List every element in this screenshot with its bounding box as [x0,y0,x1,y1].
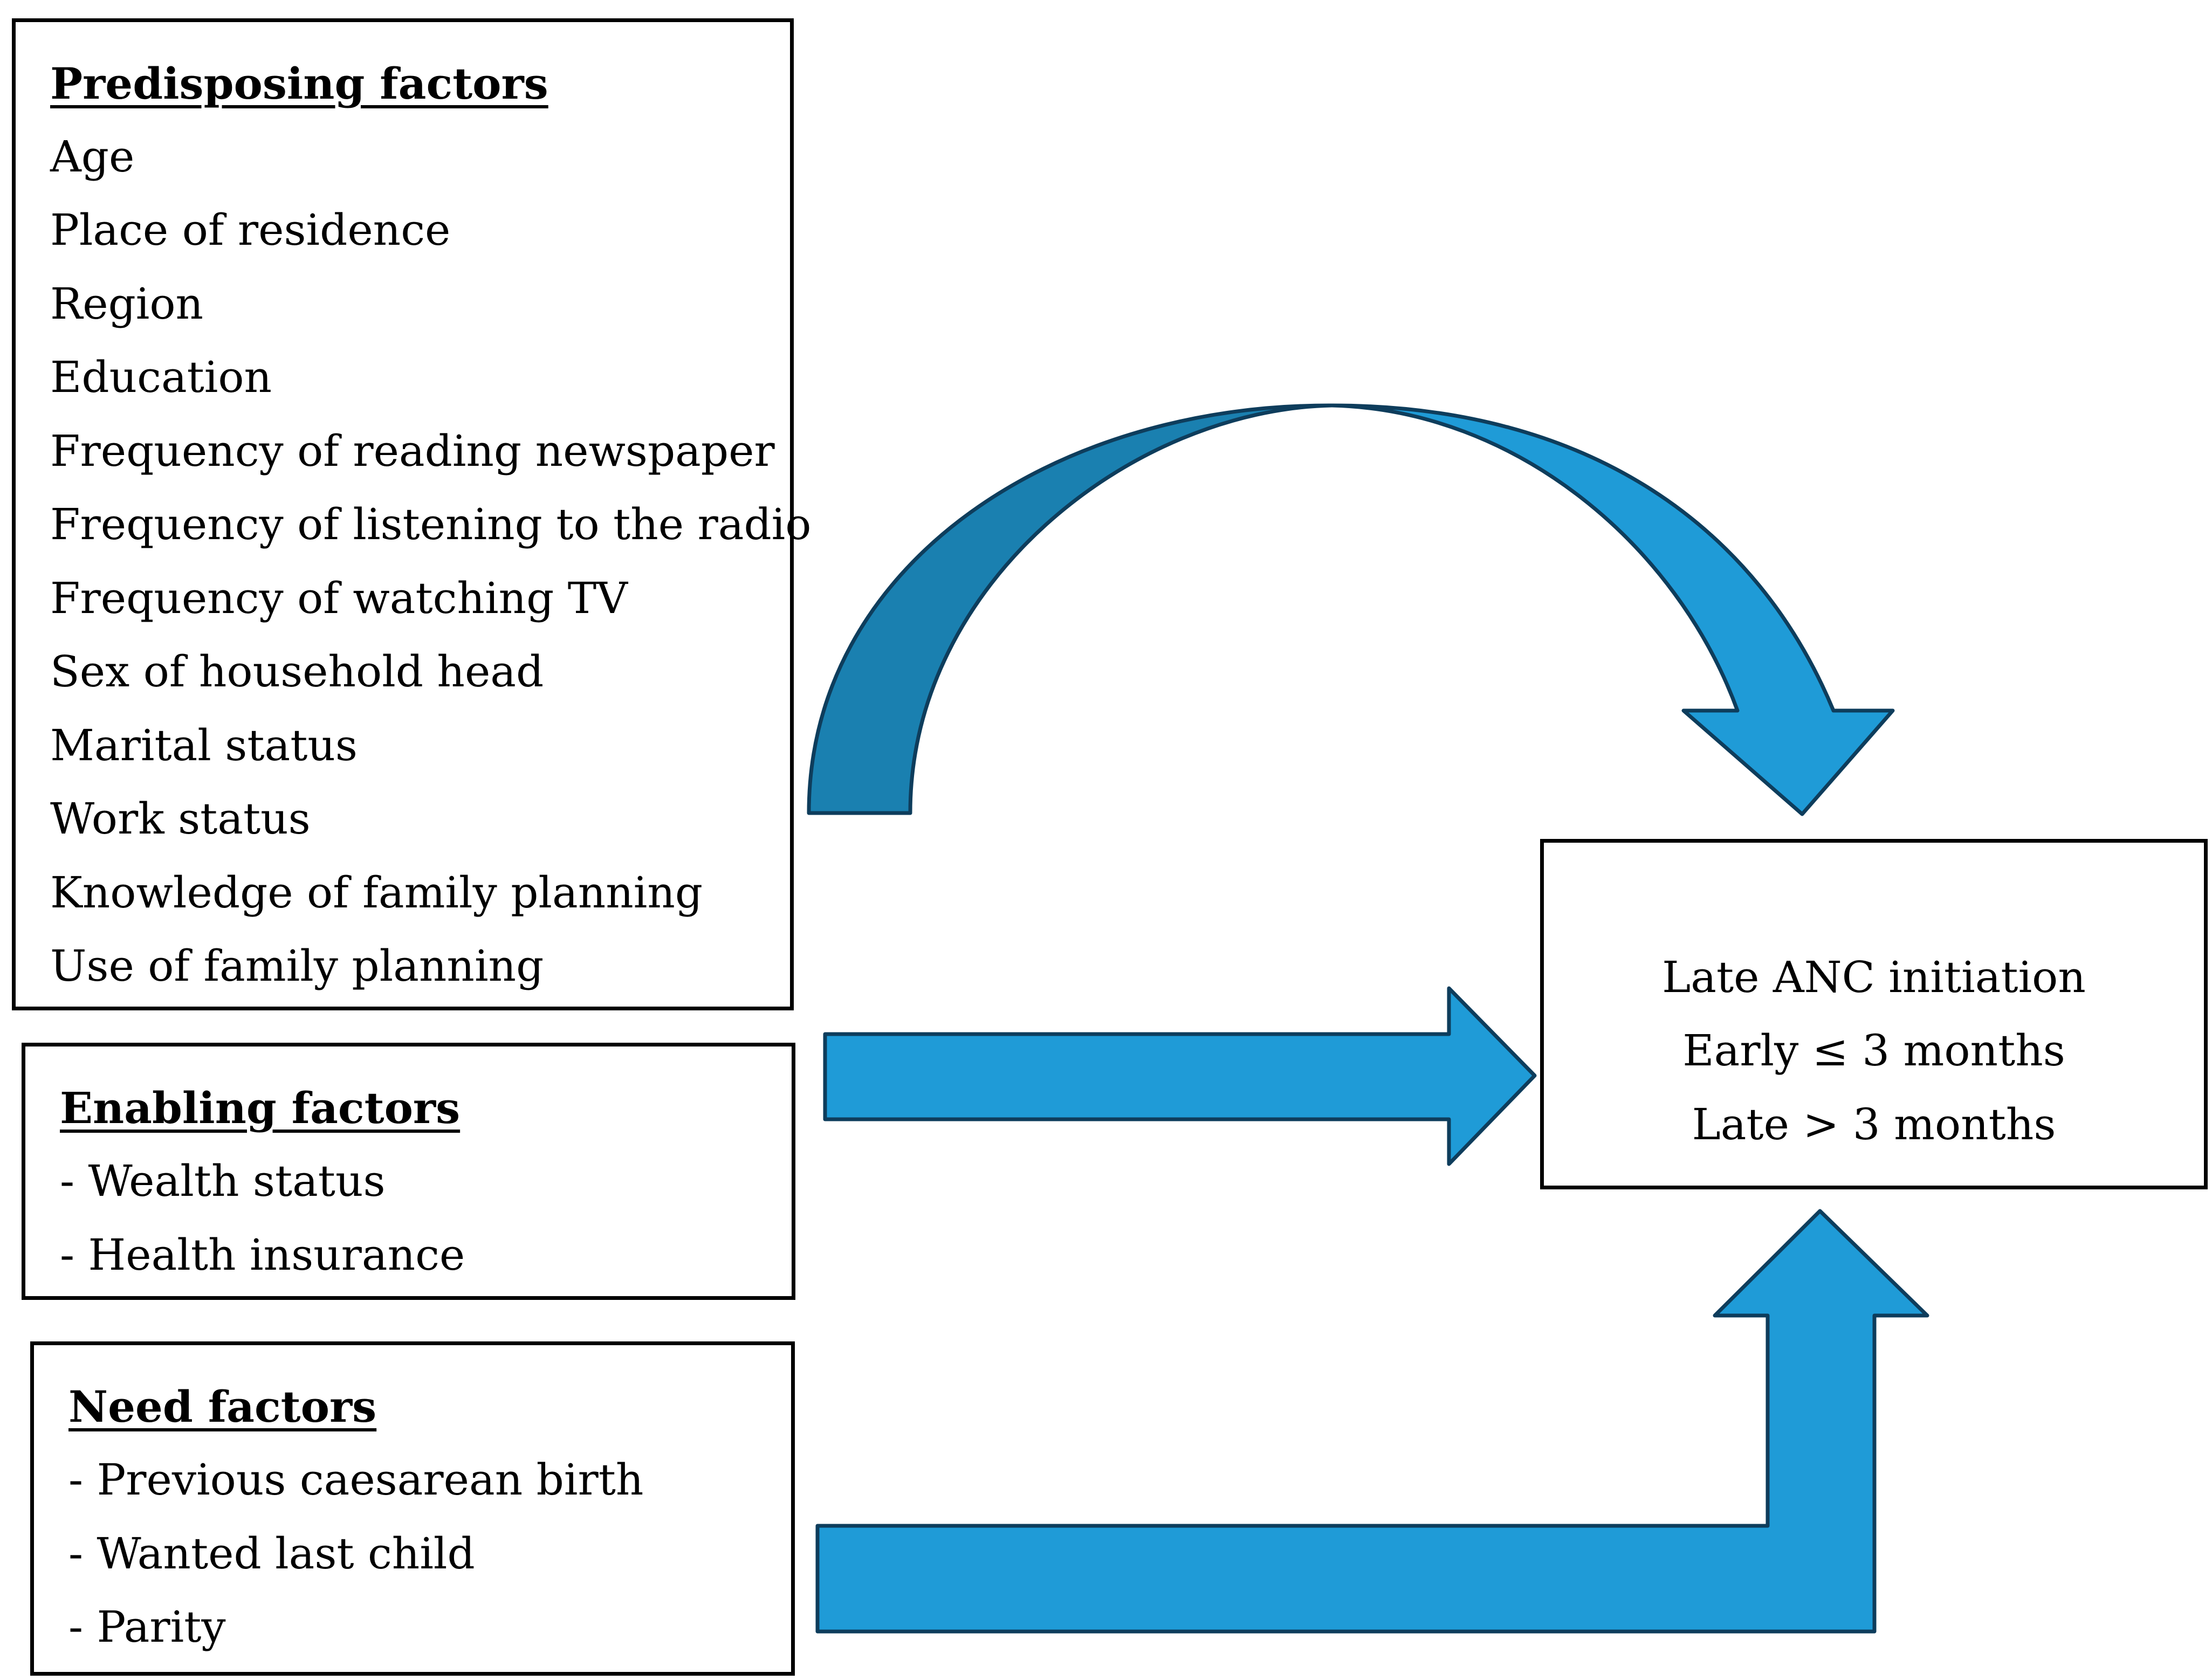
predisposing-factors-title: Predisposing factors [50,58,548,109]
outcome-title: Late ANC initiation [1662,952,2086,1002]
enabling-item: - Wealth status [60,1156,386,1206]
outcome-box: Late ANC initiation Early ≤ 3 months Lat… [1540,839,2208,1189]
predisposing-item: Frequency of listening to the radio [50,499,812,549]
predisposing-item: Age [50,132,135,182]
enabling-factors-title: Enabling factors [60,1083,461,1133]
predisposing-item: Use of family planning [50,941,544,991]
predisposing-item: Place of residence [50,205,451,255]
predisposing-item: Frequency of watching TV [50,573,628,623]
straight-arrow [823,986,1537,1166]
predisposing-item: Frequency of reading newspaper [50,426,775,476]
predisposing-item: Marital status [50,720,358,770]
need-item: - Wanted last child [68,1528,475,1579]
need-item: - Parity [68,1602,226,1652]
predisposing-item: Region [50,279,204,329]
curved-arrow-body-right [1330,403,1895,816]
predisposing-item: Sex of household head [50,646,544,697]
predisposing-item: Knowledge of family planning [50,867,703,918]
predisposing-item: Work status [50,794,311,844]
enabling-item: - Health insurance [60,1230,465,1280]
enabling-factors-box: Enabling factors - Wealth status - Healt… [22,1043,795,1300]
need-item: - Previous caesarean birth [68,1455,644,1505]
elbow-arrow [815,1209,1929,1634]
outcome-early-definition: Early ≤ 3 months [1682,1025,2065,1076]
outcome-late-definition: Late > 3 months [1692,1099,2056,1149]
predisposing-factors-box: Predisposing factors Age Place of reside… [12,18,811,1010]
need-factors-box: Need factors - Previous caesarean birth … [30,1341,795,1676]
need-factors-title: Need factors [68,1381,377,1432]
predisposing-item: Education [50,352,272,402]
curved-arrow-body-left [807,403,1334,815]
